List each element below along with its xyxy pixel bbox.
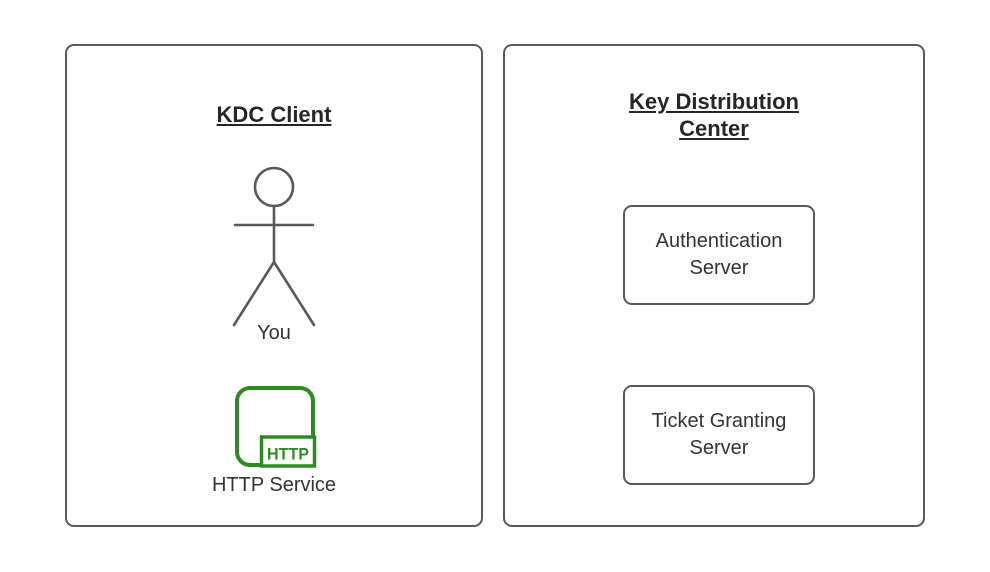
ticket-granting-server-label: Ticket Granting Server	[651, 410, 787, 459]
authentication-server-node: Authentication Server	[623, 205, 815, 305]
key-distribution-center-title: Key Distribution Center	[503, 88, 925, 142]
kdc-client-title: KDC Client	[65, 101, 483, 128]
http-service-label: HTTP Service	[211, 474, 337, 496]
authentication-server-label: Authentication Server	[655, 230, 783, 279]
kdc-client-title-text: KDC Client	[216, 102, 332, 127]
actor-label: You	[257, 322, 291, 344]
key-distribution-center-title-text: Key Distribution Center	[629, 89, 799, 141]
http-service-icon: HTTP	[235, 386, 317, 468]
ticket-granting-server-node: Ticket Granting Server	[623, 385, 815, 485]
http-badge-text: HTTP	[267, 445, 309, 464]
actor-icon	[232, 166, 316, 327]
